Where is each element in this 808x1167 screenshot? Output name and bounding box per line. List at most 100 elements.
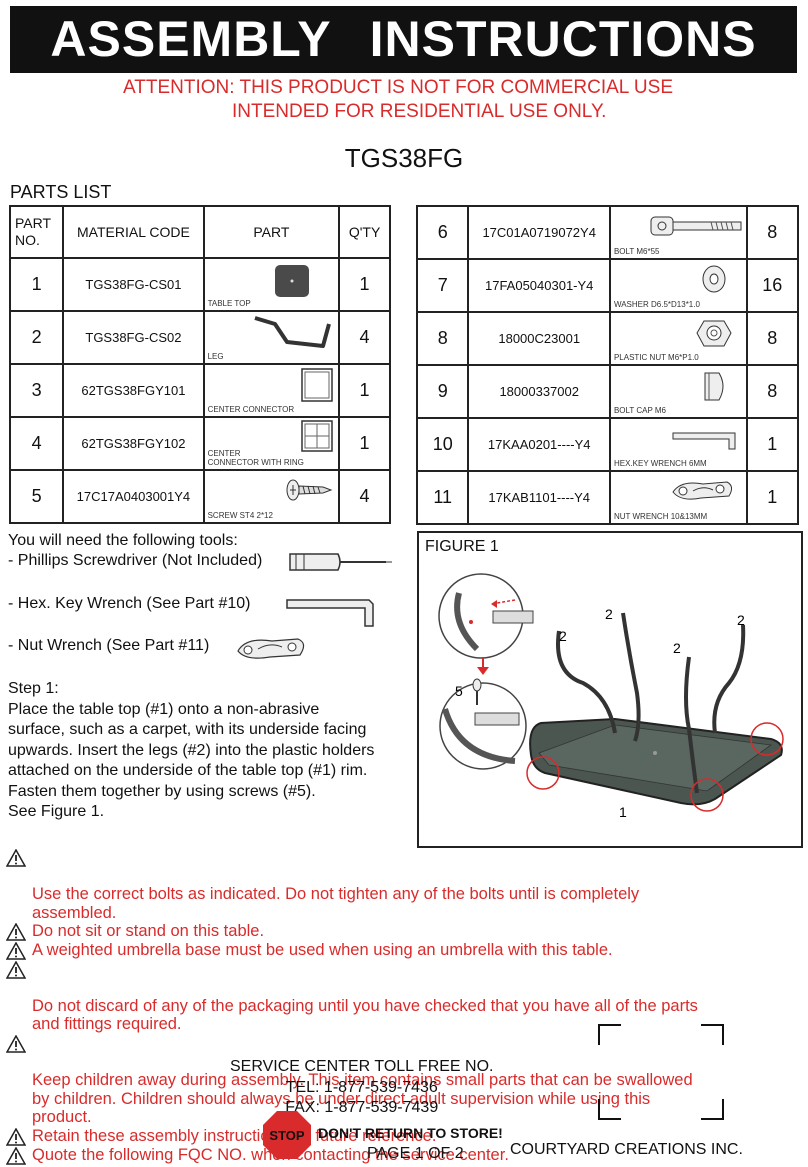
material-code: 18000C23001 — [467, 311, 611, 366]
part-qty: 4 — [338, 310, 391, 365]
center-connector-ring-icon — [300, 420, 333, 452]
page-title: ASSEMBLY INSTRUCTIONS — [10, 6, 797, 73]
material-code: 18000337002 — [467, 364, 611, 419]
callout-leg: 2 — [737, 612, 745, 628]
part-label: CENTER CONNECTOR — [207, 405, 295, 414]
step-line: upwards. Insert the legs (#2) into the p… — [8, 741, 375, 759]
tool-nut-wrench: - Nut Wrench (See Part #11) — [8, 637, 210, 654]
table-row: 4 62TGS38FGY102 CENTER CONNECTOR WITH RI… — [8, 416, 391, 471]
part-cell: BOLT CAP M6 — [608, 364, 748, 419]
part-qty: 1 — [338, 416, 391, 471]
part-qty: 16 — [745, 258, 800, 313]
warning-item: Do not discard of any of the packaging u… — [6, 960, 806, 1034]
table-row: 9 18000337002 BOLT CAP M6 8 — [415, 364, 800, 419]
warning-text: Keep children away during assembly. This… — [32, 1071, 693, 1127]
warning-icon — [6, 1034, 26, 1053]
warnings-list: Use the correct bolts as indicated. Do n… — [6, 848, 806, 1165]
warning-text: Retain these assembly instructions for f… — [32, 1126, 437, 1145]
table-row: 11 17KAB1101----Y4 NUT WRENCH 10&13MM 1 — [415, 470, 800, 525]
part-cell: HEX.KEY WRENCH 6MM — [608, 417, 748, 472]
part-qty: 1 — [745, 470, 800, 525]
table-top-icon — [274, 265, 309, 297]
warning-icon — [6, 923, 26, 942]
part-label: NUT WRENCH 10&13MM — [613, 512, 708, 521]
page-number: PAGE 1 OF 2 — [367, 1145, 464, 1162]
material-code: 17KAA0201----Y4 — [467, 417, 611, 472]
material-code: 17C17A0403001Y4 — [62, 469, 205, 524]
part-cell: BOLT M6*55 — [608, 205, 748, 260]
step-line: Place the table top (#1) onto a non-abra… — [8, 700, 320, 718]
table-row: 6 17C01A0719072Y4 BOLT M6*55 8 — [415, 205, 800, 260]
tools-intro: You will need the following tools: — [8, 532, 238, 549]
tool-screwdriver: - Phillips Screwdriver (Not Included) — [8, 552, 263, 569]
stop-text: STOP — [269, 1128, 304, 1143]
service-fax: FAX: 1-877-539-7439 — [285, 1099, 439, 1116]
material-code: 17FA05040301-Y4 — [467, 258, 611, 313]
hex-key-icon — [286, 599, 374, 627]
warning-item: Retain these assembly instructions for f… — [6, 1127, 806, 1146]
hex-key-icon — [672, 432, 736, 450]
service-center: SERVICE CENTER TOLL FREE NO. TEL: 1-877-… — [230, 1057, 493, 1119]
part-number: 9 — [415, 364, 470, 419]
part-number: 10 — [415, 417, 470, 472]
callout-leg: 2 — [605, 606, 613, 622]
service-title: SERVICE CENTER TOLL FREE NO. — [230, 1058, 494, 1075]
header-qty: Q'TY — [338, 205, 391, 259]
part-label: PLASTIC NUT M6*P1.0 — [613, 353, 699, 362]
tool-hex-key: - Hex. Key Wrench (See Part #10) — [8, 595, 251, 612]
warning-text: A weighted umbrella base must be used wh… — [32, 940, 613, 959]
warning-icon — [6, 941, 26, 960]
company-name: COURTYARD CREATIONS INC. — [510, 1141, 743, 1158]
part-qty: 8 — [745, 311, 800, 366]
washer-icon — [702, 265, 726, 293]
part-qty: 1 — [745, 417, 800, 472]
part-label: BOLT CAP M6 — [613, 406, 666, 415]
part-number: 1 — [8, 257, 65, 312]
table-row: 8 18000C23001 PLASTIC NUT M6*P1.0 8 — [415, 311, 800, 366]
warning-text: Use the correct bolts as indicated. Do n… — [32, 885, 640, 922]
table-row: 7 17FA05040301-Y4 WASHER d6.5*D13*1.0 16 — [415, 258, 800, 313]
warning-item: Do not sit or stand on this table. — [6, 922, 806, 942]
figure-label: FIGURE 1 — [425, 538, 499, 555]
warning-item: Keep children away during assembly. This… — [6, 1034, 806, 1127]
part-cell: NUT WRENCH 10&13MM — [608, 470, 748, 525]
material-code: 17C01A0719072Y4 — [467, 205, 611, 260]
part-qty: 8 — [745, 205, 800, 260]
leg-icon — [254, 316, 331, 348]
step-line: See Figure 1. — [8, 803, 105, 820]
fqc-stamp-box — [598, 1024, 724, 1120]
part-qty: 4 — [338, 469, 391, 524]
part-number: 11 — [415, 470, 470, 525]
warning-icon — [6, 849, 26, 867]
part-label: WASHER d6.5*D13*1.0 — [613, 300, 700, 309]
part-label: CENTER CONNECTOR WITH RING — [207, 449, 304, 467]
warning-text: Quote the following FQC NO. when contact… — [32, 1145, 509, 1164]
table-row: 2 TGS38FG-CS02 LEG 4 — [8, 310, 391, 365]
part-cell: LEG — [202, 310, 341, 365]
nut-wrench-icon — [672, 481, 732, 500]
bolt-cap-icon — [704, 372, 724, 401]
warning-item: Quote the following FQC NO. when contact… — [6, 1146, 806, 1165]
part-number: 2 — [8, 310, 65, 365]
attention-line-1: ATTENTION: THIS PRODUCT IS NOT FOR COMME… — [123, 77, 673, 98]
part-label: LEG — [207, 352, 224, 361]
material-code: TGS38FG-CS01 — [62, 257, 205, 312]
attention-line-2: INTENDED FOR RESIDENTIAL USE ONLY. — [232, 101, 607, 122]
part-number: 5 — [8, 469, 65, 524]
step-line: attached on the underside of the table t… — [8, 762, 368, 779]
part-cell: TABLE TOP — [202, 257, 341, 312]
table-row: 3 62TGS38FGY101 CENTER CONNECTOR 1 — [8, 363, 391, 418]
part-label: BOLT M6*55 — [613, 247, 660, 256]
header-part: PART — [202, 205, 341, 259]
model-number: TGS38FG — [344, 143, 464, 173]
step-1: Step 1: Place the table top (#1) onto a … — [8, 679, 418, 823]
screwdriver-icon — [289, 553, 392, 571]
material-code: TGS38FG-CS02 — [62, 310, 205, 365]
step-title: Step 1: — [8, 680, 59, 697]
material-code: 62TGS38FGY101 — [62, 363, 205, 418]
part-qty: 1 — [338, 257, 391, 312]
warning-icon — [6, 1146, 26, 1165]
callout-leg: 2 — [673, 640, 681, 656]
dont-return-notice: DON'T RETURN TO STORE! — [318, 1125, 503, 1141]
part-number: 4 — [8, 416, 65, 471]
